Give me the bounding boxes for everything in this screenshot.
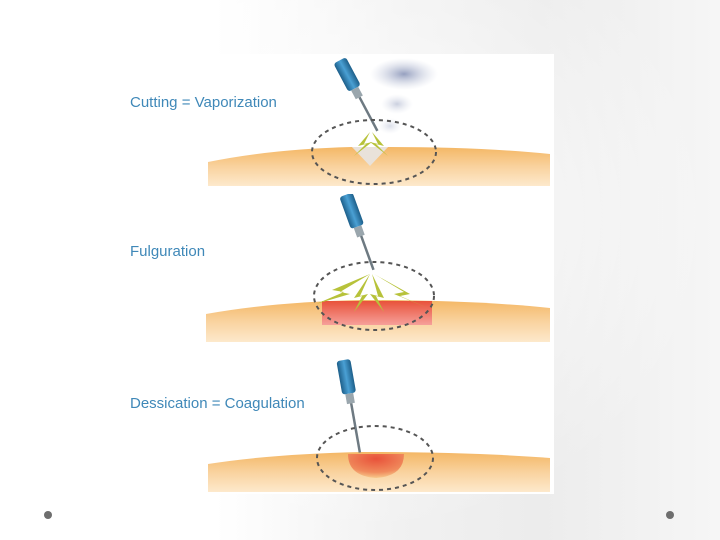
incision-groove [352, 147, 388, 166]
coagulation-zone [348, 454, 404, 478]
focus-ellipse [316, 425, 434, 491]
fulguration-illustration [206, 194, 550, 342]
spark-discharge [354, 132, 388, 156]
focus-ellipse [313, 261, 435, 331]
focus-ellipse [311, 119, 437, 185]
dessication-illustration [208, 359, 550, 492]
probe [334, 58, 379, 132]
slide-bullet-dot-left [44, 511, 52, 519]
panel-label-dessication: Dessication = Coagulation [130, 395, 305, 412]
probe [340, 194, 375, 271]
spark-discharge [316, 274, 428, 312]
smoke-wisp [381, 94, 413, 114]
slide-bullet-dot-right [666, 511, 674, 519]
panel-label-fulguration: Fulguration [130, 243, 206, 260]
cutting-illustration [208, 58, 550, 186]
panel-label-cutting: Cutting = Vaporization [130, 94, 277, 111]
smoke-cloud [370, 58, 438, 90]
probe [336, 359, 362, 453]
tissue-layer [208, 147, 550, 186]
electrosurgery-figure: Cutting = Vaporization [122, 54, 554, 494]
